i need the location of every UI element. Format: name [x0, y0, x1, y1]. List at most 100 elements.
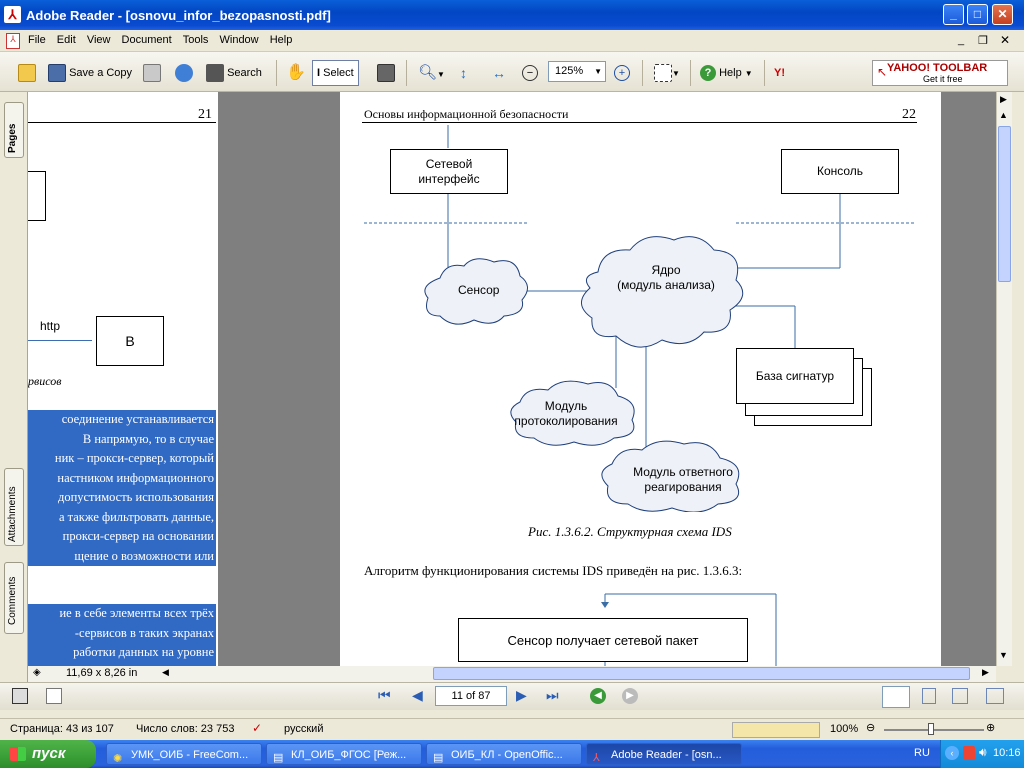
- previous-page-button[interactable]: ◀: [412, 687, 423, 703]
- zoom-in-icon[interactable]: ⊕: [986, 722, 996, 734]
- email-button[interactable]: [175, 62, 193, 84]
- navigation-panel: Pages Attachments Comments: [0, 92, 28, 684]
- tab-comments[interactable]: Comments: [4, 562, 24, 634]
- tab-comments-label: Comments: [7, 576, 18, 625]
- document-icon[interactable]: ⅄: [6, 33, 20, 49]
- task-writer-1[interactable]: ▤КЛ_ОИБ_ФГОС [Реж...: [266, 743, 422, 765]
- vertical-scrollbar[interactable]: ▶ ▲ ▼: [996, 92, 1012, 666]
- chevron-right-icon[interactable]: ▶: [1000, 94, 1007, 104]
- menu-view[interactable]: View: [86, 34, 111, 46]
- chevron-down-icon[interactable]: ▼: [594, 67, 602, 76]
- help-label: Help: [719, 67, 742, 79]
- fit-width-button[interactable]: ↔: [492, 62, 506, 84]
- minimize-button[interactable]: _: [943, 4, 964, 25]
- doc-close-button[interactable]: ✕: [1000, 33, 1011, 47]
- page-number: 21: [198, 107, 212, 122]
- scroll-right-button[interactable]: ▶: [982, 667, 989, 677]
- spellcheck-icon[interactable]: ✓: [252, 721, 263, 735]
- text-line: B напрямую, то в случае: [82, 431, 214, 446]
- node-sensor: Сенсор: [458, 283, 500, 297]
- hand-tool-button[interactable]: ✋: [286, 62, 306, 84]
- clock[interactable]: 10:16: [993, 747, 1021, 759]
- zoom-out-icon[interactable]: ⊖: [866, 722, 876, 734]
- zoom-in-tool-button[interactable]: 🔍︎▼: [418, 62, 445, 84]
- search-button[interactable]: Search: [206, 62, 262, 84]
- adobe-reader-icon[interactable]: ⅄: [4, 6, 21, 23]
- text-line: ие в себе элементы всех трёх: [59, 606, 214, 620]
- status-bar: Страница: 43 из 107 Число слов: 23 753 ✓…: [0, 718, 1024, 740]
- app-icon: ✺: [113, 753, 123, 765]
- page-number-field[interactable]: 11 of 87: [435, 686, 507, 706]
- view-layout-buttons[interactable]: [732, 722, 820, 738]
- zoom-out-button[interactable]: −: [522, 62, 538, 84]
- fit-page-button[interactable]: ↕: [460, 62, 467, 84]
- tab-pages-label: Pages: [7, 123, 18, 153]
- snapshot-button[interactable]: [377, 62, 395, 84]
- sound-icon[interactable]: 🔊︎: [979, 745, 987, 759]
- help-button[interactable]: ? Help ▼: [700, 62, 753, 84]
- tab-pages[interactable]: Pages: [4, 102, 24, 158]
- menu-window[interactable]: Window: [219, 34, 259, 46]
- start-button[interactable]: пуск: [0, 740, 96, 768]
- status-language[interactable]: русский: [284, 723, 324, 735]
- node-label: Модуль ответного: [633, 465, 733, 479]
- menu-document[interactable]: Document: [121, 34, 172, 46]
- task-freecommander[interactable]: ✺УМК_ОИБ - FreeCom...: [106, 743, 262, 765]
- resize-split-icon[interactable]: ◈: [33, 667, 41, 678]
- window-title: Adobe Reader - [osnovu_infor_bezopasnost…: [26, 8, 331, 23]
- next-page-button[interactable]: ▶: [516, 687, 527, 703]
- zoom-in-button[interactable]: +: [614, 62, 630, 84]
- yahoo-y-button[interactable]: Y!: [774, 62, 785, 84]
- scroll-up-button[interactable]: ▲: [999, 110, 1008, 120]
- hscroll-thumb[interactable]: [433, 667, 970, 680]
- tab-attachments[interactable]: Attachments: [4, 468, 24, 546]
- hand-icon: ✋: [286, 64, 306, 81]
- facing-button[interactable]: [986, 688, 1004, 704]
- panel-toggle-button[interactable]: [12, 688, 28, 704]
- yahoo-toolbar-label: YAHOO! TOOLBAR: [887, 62, 988, 74]
- menu-help[interactable]: Help: [269, 34, 293, 46]
- fit-width-icon: ↔: [492, 65, 506, 81]
- page-layout-button[interactable]: ▼: [654, 62, 680, 84]
- language-indicator[interactable]: RU: [914, 747, 930, 759]
- scroll-down-button[interactable]: ▼: [999, 650, 1008, 660]
- thumbnails-button[interactable]: [46, 688, 62, 704]
- close-button[interactable]: ✕: [992, 4, 1013, 25]
- selected-paragraph-1[interactable]: соединение устанавливается B напрямую, т…: [28, 410, 216, 566]
- selected-paragraph-2[interactable]: ие в себе элементы всех трёх -сервисов в…: [28, 604, 216, 666]
- continuous-facing-button[interactable]: [952, 688, 968, 704]
- zoom-field[interactable]: 125% ▼: [548, 61, 606, 82]
- go-forward-button[interactable]: ▶: [622, 688, 638, 704]
- yahoo-toolbar-button[interactable]: ↖ YAHOO! TOOLBAR Get it free: [872, 60, 1008, 86]
- node-label: протоколирования: [514, 414, 618, 428]
- diagram-box-fragment: [28, 171, 46, 221]
- continuous-button[interactable]: [922, 688, 936, 704]
- menu-edit[interactable]: Edit: [56, 34, 76, 46]
- antivirus-icon[interactable]: [963, 746, 975, 760]
- last-page-button[interactable]: ⏭: [546, 687, 559, 703]
- go-back-button[interactable]: ◀: [590, 688, 606, 704]
- doc-restore-button[interactable]: ❐: [978, 35, 988, 47]
- scroll-left-button[interactable]: ◀: [162, 667, 169, 677]
- task-adobe-reader[interactable]: ⅄Adobe Reader - [osn...: [586, 743, 742, 765]
- menu-file[interactable]: File: [28, 34, 46, 46]
- zoom-slider[interactable]: [884, 729, 984, 731]
- single-page-button[interactable]: [882, 686, 910, 708]
- menu-tools[interactable]: Tools: [182, 34, 209, 46]
- task-openoffice[interactable]: ▤ОИБ_КЛ - OpenOffic...: [426, 743, 582, 765]
- zoom-slider-thumb[interactable]: [928, 723, 934, 735]
- page-number: 22: [902, 107, 916, 122]
- doc-minimize-button[interactable]: _: [958, 34, 965, 46]
- horizontal-scrollbar[interactable]: 11,69 x 8,26 in ◀ ▶: [28, 666, 996, 682]
- print-button[interactable]: [143, 62, 161, 84]
- node-label: интерфейс: [418, 171, 480, 186]
- app-icon: ▤: [433, 752, 444, 764]
- select-tool-button[interactable]: I Select: [312, 60, 359, 86]
- save-copy-button[interactable]: Save a Copy: [48, 62, 132, 84]
- scroll-thumb[interactable]: [998, 126, 1011, 282]
- open-button[interactable]: [18, 62, 36, 84]
- tray-expand-icon[interactable]: ‹: [945, 746, 959, 760]
- maximize-button[interactable]: □: [967, 4, 988, 25]
- first-page-button[interactable]: ⏮: [378, 687, 391, 703]
- start-label: пуск: [32, 745, 66, 762]
